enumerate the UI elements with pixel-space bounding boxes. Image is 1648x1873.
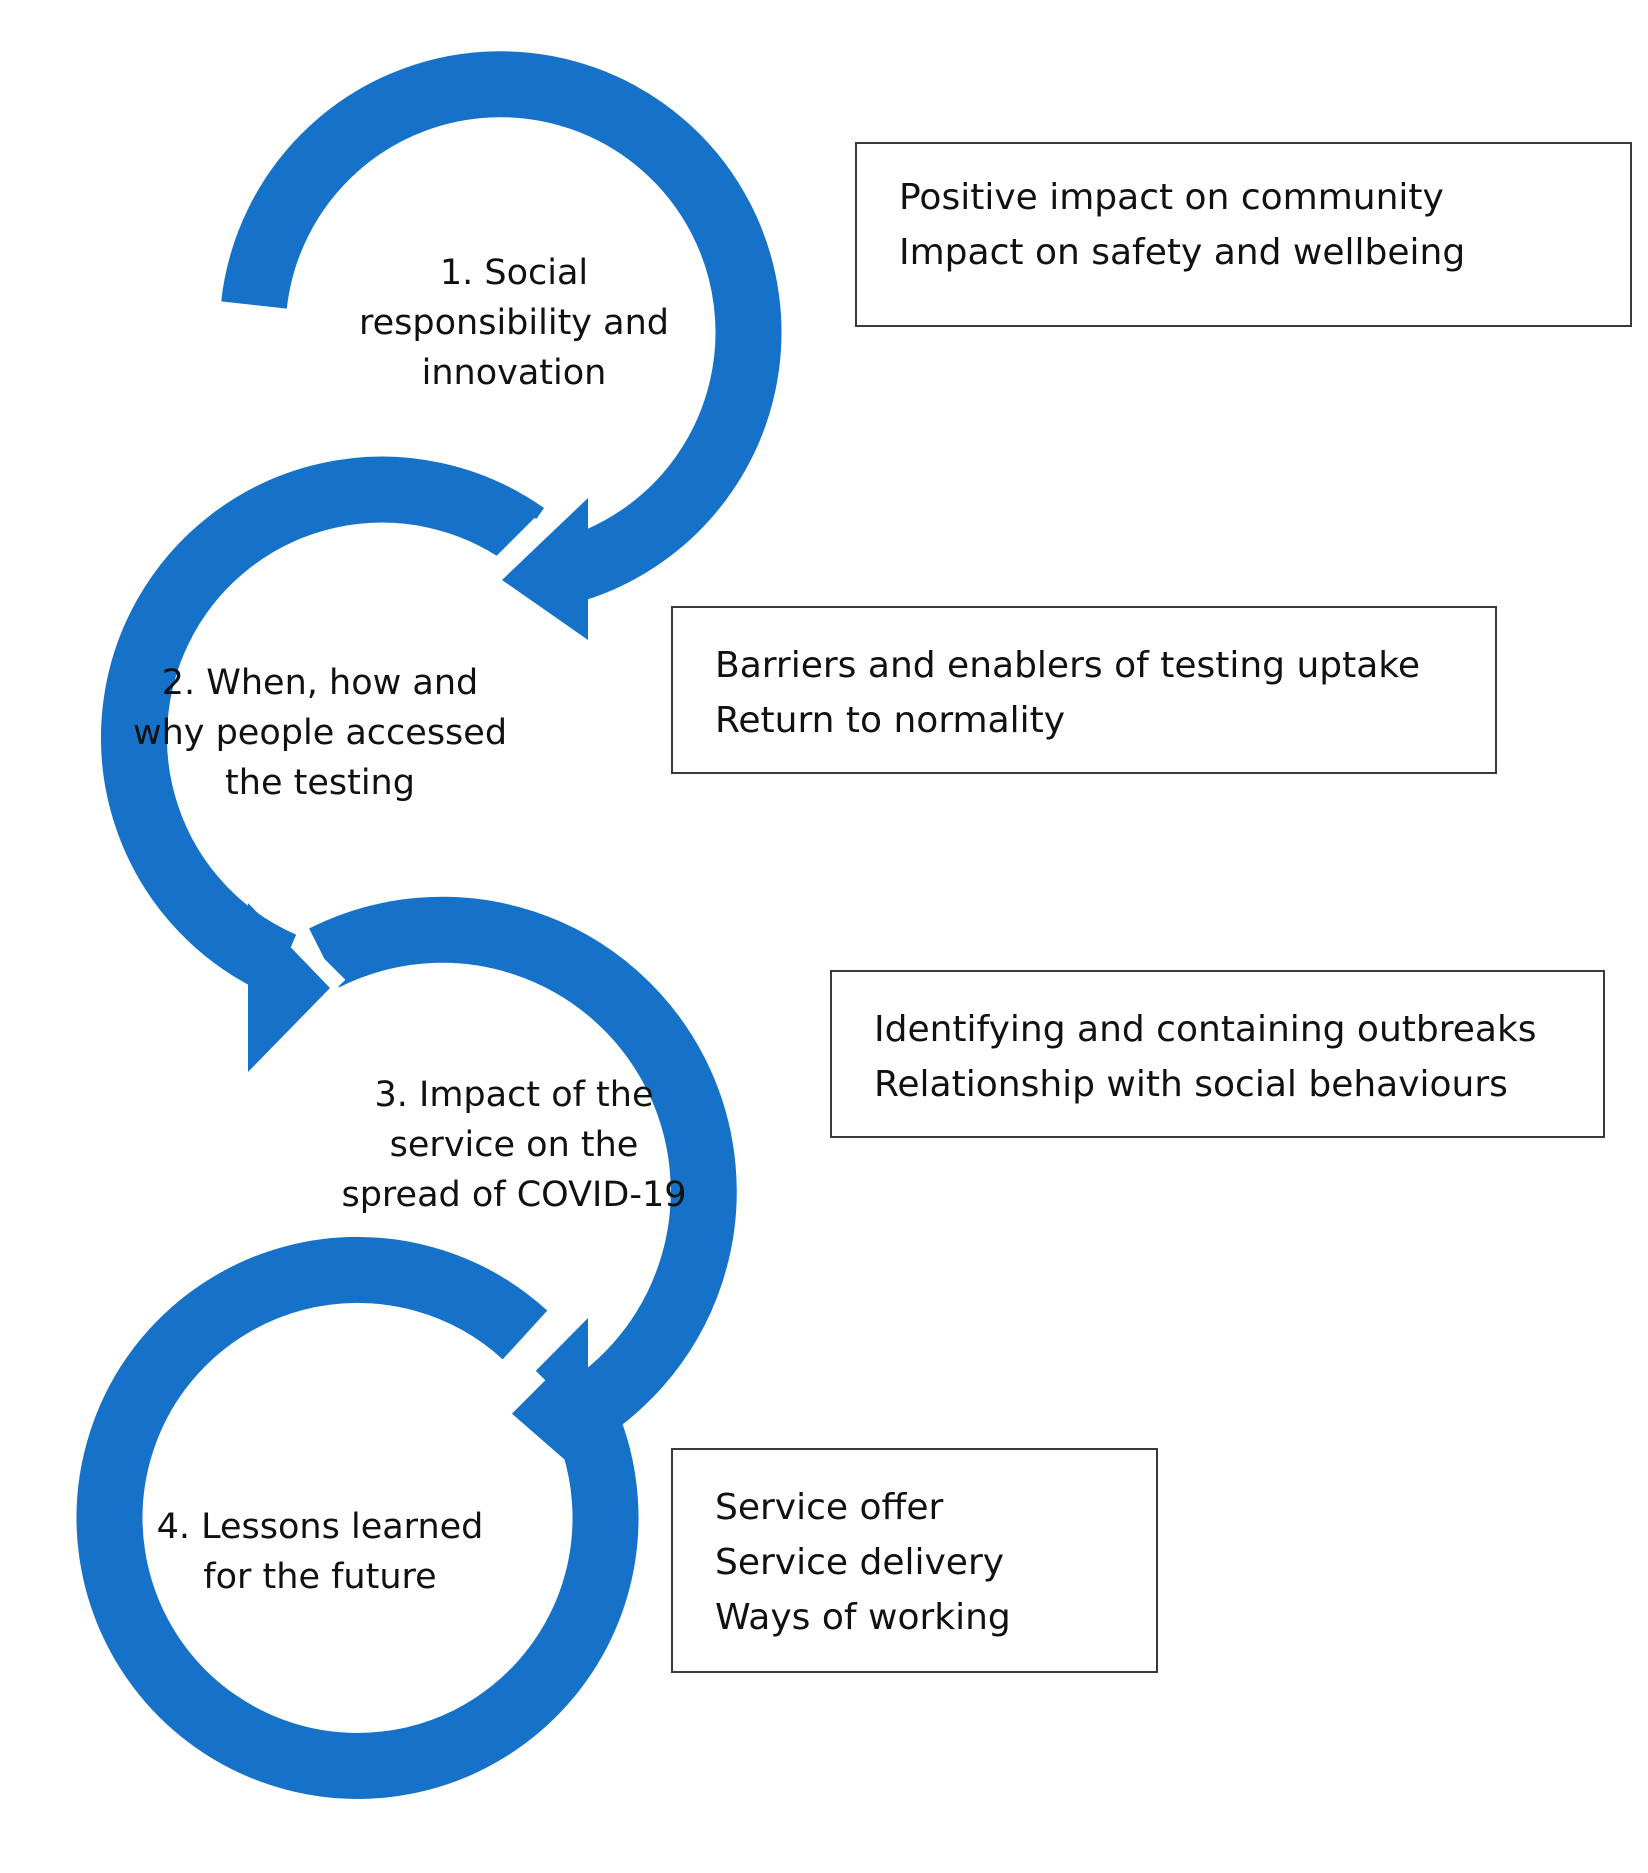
box-4-line-1: Service offer	[715, 1487, 944, 1528]
box-1-line-2: Impact on safety and wellbeing	[899, 232, 1466, 273]
stage-2-line-1: 2. When, how and	[161, 663, 479, 703]
stage-label-1: 1. Social responsibility and innovation	[334, 248, 694, 398]
stage-label-4: 4. Lessons learned for the future	[110, 1502, 530, 1602]
arrowhead-1	[502, 498, 588, 640]
outcome-box-4: Service offer Service delivery Ways of w…	[671, 1448, 1158, 1673]
box-1-line-1: Positive impact on community	[899, 177, 1444, 218]
stage-3-line-2: service on the	[389, 1125, 639, 1165]
box-2-line-2: Return to normality	[715, 700, 1066, 741]
ring-separator-2	[294, 939, 346, 991]
box-3-line-2: Relationship with social behaviours	[874, 1064, 1508, 1105]
outcome-box-3: Identifying and containing outbreaks Rel…	[830, 970, 1605, 1138]
stage-1-line-1: 1. Social	[439, 253, 589, 293]
cycle-ring-4	[76, 1236, 639, 1799]
cycle-ring-1	[221, 51, 782, 640]
stage-4-line-2: for the future	[203, 1557, 437, 1597]
outcome-box-2: Barriers and enablers of testing uptake …	[671, 606, 1497, 774]
stage-2-line-3: the testing	[225, 763, 415, 803]
stage-4-line-1: 4. Lessons learned	[156, 1507, 484, 1547]
stage-3-line-1: 3. Impact of the	[374, 1075, 654, 1115]
stage-3-line-3: spread of COVID-19	[341, 1175, 687, 1215]
box-3-line-1: Identifying and containing outbreaks	[874, 1009, 1537, 1050]
ring-separator-1	[487, 517, 546, 576]
stage-label-3: 3. Impact of the service on the spread o…	[314, 1070, 714, 1220]
arrowhead-2	[248, 903, 330, 1072]
stage-2-line-2: why people accessed	[132, 713, 508, 753]
stage-1-line-3: innovation	[421, 353, 607, 393]
box-2-line-1: Barriers and enablers of testing uptake	[715, 645, 1421, 686]
stage-1-line-2: responsibility and	[359, 303, 669, 343]
ring-separator-3	[487, 1369, 546, 1428]
stage-label-2: 2. When, how and why people accessed the…	[110, 658, 530, 808]
outcome-box-1: Positive impact on community Impact on s…	[855, 142, 1632, 327]
box-4-line-2: Service delivery	[715, 1542, 1005, 1583]
box-4-line-3: Ways of working	[715, 1597, 1011, 1638]
cycle-ring-2	[101, 456, 544, 1072]
